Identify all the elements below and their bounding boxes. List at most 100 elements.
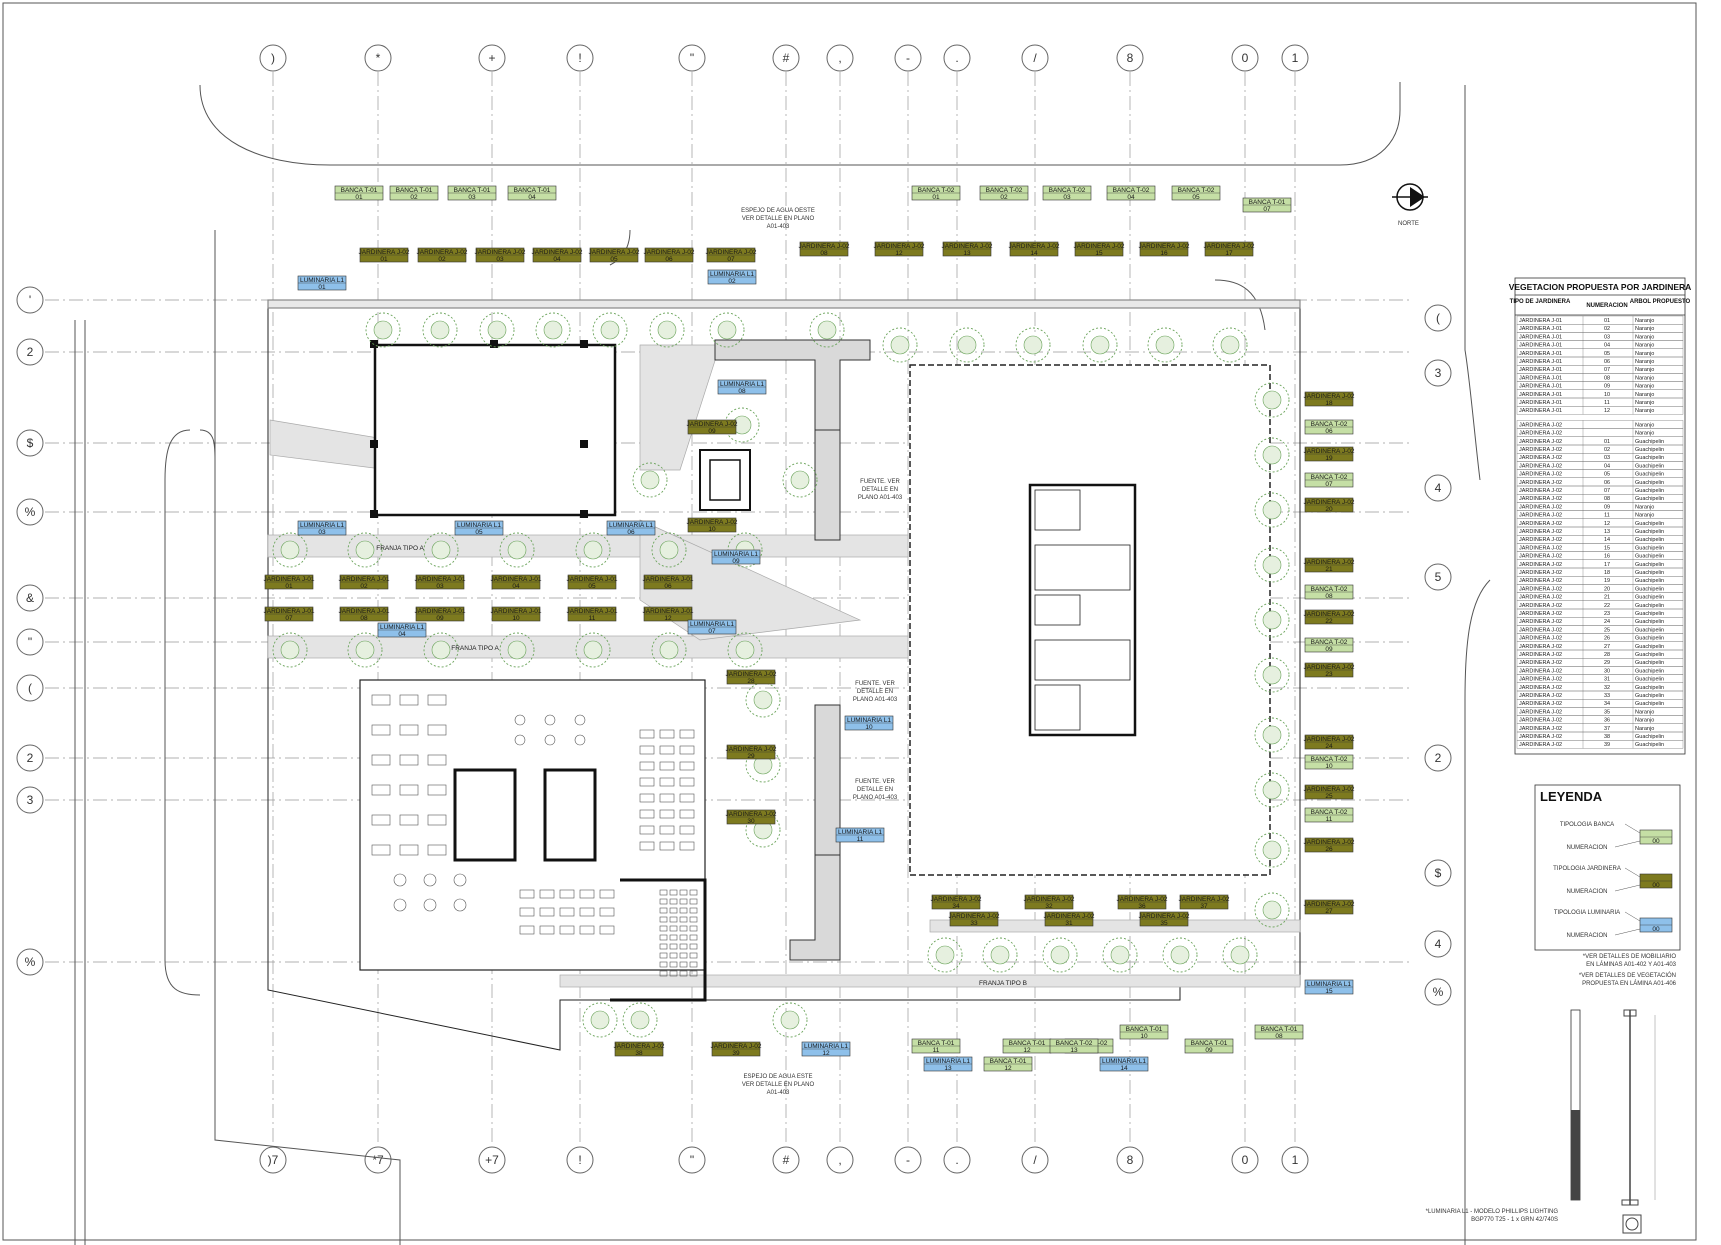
cell-tree: Guachipelin: [1635, 586, 1664, 592]
note-line: DETALLE EN: [857, 689, 893, 695]
cell-tree: Naranjo: [1635, 422, 1654, 428]
grid-label: 5: [1435, 570, 1442, 584]
cell-tree: Naranjo: [1635, 504, 1654, 510]
tree-icon: [1254, 892, 1290, 928]
tag-label: LUMINARIA L1: [926, 1058, 970, 1065]
tree-symbols: [272, 312, 1290, 1038]
tag-number: 11: [589, 615, 596, 622]
grid-label: #: [783, 51, 790, 65]
grid-label: (: [28, 681, 32, 695]
tag-number: 14: [1120, 1065, 1128, 1072]
grid-label: %: [25, 955, 36, 969]
grid-label: 0: [1242, 1153, 1249, 1167]
tree-icon: [422, 312, 458, 348]
grid-bubble-top: +: [478, 44, 506, 72]
tag-label: BANCA T-01: [1249, 199, 1286, 206]
tag-label: JARDINERA J-01: [339, 576, 390, 583]
tree-icon: [1254, 602, 1290, 638]
cell-type: JARDINERA J-02: [1519, 439, 1562, 445]
tag-label: JARDINERA J-02: [1204, 243, 1255, 250]
tree-icon: [927, 937, 963, 973]
cell-tree: Guachipelin: [1635, 668, 1664, 674]
cell-tree: Guachipelin: [1635, 570, 1664, 576]
cell-number: 09: [1604, 384, 1610, 390]
grid-label: +7: [485, 1153, 499, 1167]
tree-icon: [499, 532, 535, 568]
tag-label: JARDINERA J-02: [589, 249, 640, 256]
tag-label: BANCA T-01: [454, 187, 491, 194]
cell-number: 33: [1604, 693, 1610, 699]
tree-icon: [1102, 937, 1138, 973]
cell-tree: Naranjo: [1635, 400, 1654, 406]
tag-number: 09: [1325, 646, 1333, 653]
cell-number: 35: [1604, 709, 1610, 715]
franja-label: FRANJA TIPO A: [376, 545, 424, 552]
tree-icon: [1254, 657, 1290, 693]
tag-label: BANCA T-02: [1311, 421, 1348, 428]
cell-type: JARDINERA J-01: [1519, 367, 1562, 373]
tree-icon: [649, 312, 685, 348]
tag-label: LUMINARIA L1: [1102, 1058, 1146, 1065]
tree-icon: [1042, 937, 1078, 973]
tree-icon: [1212, 327, 1248, 363]
tag-label: JARDINERA J-02: [1304, 786, 1355, 793]
grid-bubble-bottom: *7: [364, 1146, 392, 1174]
tag-label: BANCA T-02: [1311, 474, 1348, 481]
tag-label: JARDINERA J-01: [339, 608, 390, 615]
grid-bubble-bottom: /: [1021, 1146, 1049, 1174]
grid-bubble-bottom: +7: [478, 1146, 506, 1174]
cell-type: JARDINERA J-02: [1519, 431, 1562, 437]
tag-number: 01: [318, 284, 326, 291]
table-title: VEGETACION PROPUESTA POR JARDINERA: [1509, 282, 1692, 292]
cell-type: JARDINERA J-02: [1519, 693, 1562, 699]
tag-label: LUMINARIA L1: [804, 1043, 848, 1050]
cell-number: 09: [1604, 504, 1610, 510]
tag-number: 09: [708, 428, 716, 435]
cell-number: 01: [1604, 439, 1610, 445]
grid-label: (: [1436, 311, 1440, 325]
cell-type: JARDINERA J-02: [1519, 513, 1562, 519]
cell-tree: Guachipelin: [1635, 554, 1664, 560]
cell-number: 15: [1604, 545, 1610, 551]
tag-number: 07: [1325, 481, 1333, 488]
cell-number: 32: [1604, 685, 1610, 691]
tag-number: 30: [747, 818, 755, 825]
tag-number: 05: [588, 583, 596, 590]
tag-number: 19: [1325, 455, 1333, 462]
cell-tree: Guachipelin: [1635, 562, 1664, 568]
cell-type: JARDINERA J-02: [1519, 586, 1562, 592]
tag-label: LUMINARIA L1: [710, 271, 754, 278]
cell-number: 38: [1604, 734, 1610, 740]
tag-number: 17: [1225, 250, 1233, 257]
cell-number: 36: [1604, 718, 1610, 724]
grid-bubble-right: %: [1424, 978, 1452, 1006]
grid-label: 8: [1127, 51, 1134, 65]
cell-type: JARDINERA J-02: [1519, 521, 1562, 527]
cell-number: 07: [1604, 367, 1610, 373]
franja-label: FRANJA TIPO A: [451, 645, 499, 652]
cell-type: JARDINERA J-02: [1519, 529, 1562, 535]
cell-tree: Guachipelin: [1635, 677, 1664, 683]
cell-tree: Guachipelin: [1635, 734, 1664, 740]
tag-label: JARDINERA J-02: [711, 1043, 762, 1050]
tree-icon: [782, 462, 818, 498]
tag-label: JARDINERA J-02: [359, 249, 410, 256]
cell-type: JARDINERA J-02: [1519, 644, 1562, 650]
tree-icon: [592, 312, 628, 348]
tag-number: 34: [952, 903, 960, 910]
grid-label: 4: [1435, 481, 1442, 495]
legend-sample-num: 00: [1652, 926, 1660, 933]
